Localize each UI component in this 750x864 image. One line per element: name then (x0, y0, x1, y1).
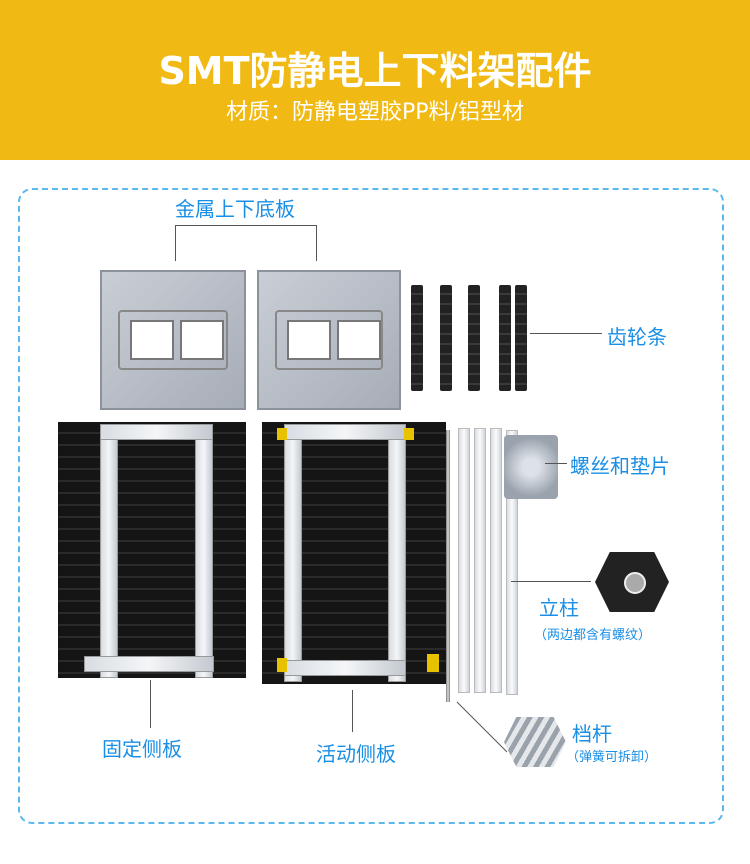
gear-strip-image (411, 285, 423, 391)
gear-strip-image (440, 285, 452, 391)
yellow-clip (404, 428, 414, 440)
rail (284, 660, 406, 676)
label-fixed-panel: 固定侧板 (102, 737, 182, 761)
leader-line (545, 463, 567, 464)
rod-spring-image (504, 717, 566, 767)
header-banner (0, 0, 750, 160)
post-image (490, 428, 502, 693)
leader-line (352, 690, 353, 732)
label-post-note: （两边都含有螺纹） (534, 628, 652, 643)
rail (388, 424, 406, 682)
parts-frame (18, 188, 724, 824)
metal-plate-image (100, 270, 246, 410)
label-movable-panel: 活动侧板 (316, 742, 396, 766)
leader-line (530, 333, 602, 334)
leader-line (150, 680, 151, 728)
yellow-clip (277, 658, 287, 672)
yellow-clip (277, 428, 287, 440)
label-rod-note: （弹簧可拆卸） (566, 750, 658, 765)
label-gear-strips: 齿轮条 (607, 325, 667, 349)
rail (100, 424, 118, 678)
rod-image (446, 430, 450, 702)
bracket-line (175, 225, 317, 226)
rail (195, 424, 213, 678)
page-title: SMT防静电上下料架配件 (158, 49, 592, 93)
rail (100, 424, 213, 440)
label-screws: 螺丝和垫片 (570, 454, 670, 478)
gear-strip-image (515, 285, 527, 391)
gear-strip-image (468, 285, 480, 391)
bracket-line (316, 225, 317, 261)
gear-strip-image (499, 285, 511, 391)
fixed-panel-image (58, 422, 246, 678)
post-image (458, 428, 470, 693)
rod-leader-line (456, 701, 508, 753)
post-image (474, 428, 486, 693)
label-rod: 档杆 (572, 722, 612, 746)
material-subtitle: 材质：防静电塑胶PP料/铝型材 (226, 100, 524, 125)
rail (284, 424, 406, 440)
post-hole (624, 572, 646, 594)
metal-plate-image (257, 270, 401, 410)
screws-bag-image (504, 435, 558, 499)
yellow-clip (427, 654, 439, 672)
label-metal-plates: 金属上下底板 (175, 197, 295, 221)
leader-line (511, 581, 591, 582)
rail (284, 424, 302, 682)
label-post: 立柱 (539, 596, 579, 620)
rail (84, 656, 214, 672)
bracket-line (175, 225, 176, 261)
